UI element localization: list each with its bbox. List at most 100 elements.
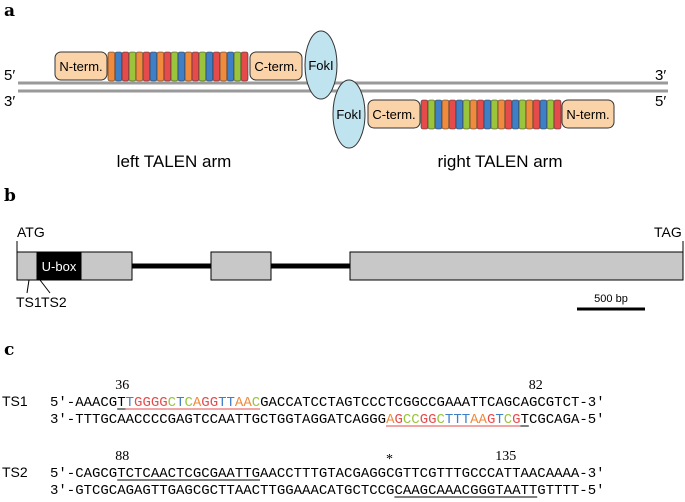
ts1-position-left: 36 — [115, 378, 129, 393]
ts1-top-base: G — [142, 395, 150, 411]
left-repeat-17 — [219, 51, 228, 82]
left-talen-arm: N-term. C-term. FokI — [54, 30, 338, 100]
scale-bar-label: 500 bp — [594, 293, 628, 305]
ts1-top-base: C — [184, 395, 192, 411]
ts1-bottom-base: A — [470, 412, 479, 428]
left-n-term-label: N-term. — [59, 59, 102, 74]
ts1-bottom-base: G — [487, 412, 495, 428]
ts1-top-base: G — [159, 395, 167, 411]
ts1-bottom-base: T — [445, 412, 453, 428]
ts1-bottom-base: C — [504, 412, 512, 428]
left-repeat-5 — [135, 51, 144, 82]
right-repeat-14 — [511, 99, 520, 130]
ts1-bottom-base: T — [495, 412, 503, 428]
ts1-top-base: G — [134, 395, 142, 411]
top-strand-5prime: 5′ — [4, 67, 15, 84]
left-c-term-label: C-term. — [254, 59, 297, 74]
panel-a-label: a — [4, 1, 15, 21]
left-arm-caption: left TALEN arm — [117, 152, 232, 171]
right-repeat-9 — [476, 99, 485, 130]
ts1-top-base: A — [193, 395, 202, 411]
ts1-top-segment-5: GACCATCCTAGTCCCTCGGCCGAAATTCAGCAGCGTCT — [260, 395, 579, 411]
ts2-site-label: TS2 — [41, 294, 67, 310]
ts1-top-base: A — [243, 395, 252, 411]
ts1-top-base: C — [168, 395, 176, 411]
ts1-top-base: G — [151, 395, 159, 411]
ts1-top-base: A — [235, 395, 244, 411]
left-repeat-20 — [240, 51, 249, 82]
right-repeat-2 — [427, 99, 436, 130]
right-foki-label: FokI — [336, 107, 361, 122]
ts1-bottom-base: G — [394, 412, 402, 428]
ts1-bottom-base: G — [428, 412, 436, 428]
left-repeat-2 — [114, 51, 123, 82]
ts1-top-strand: 5′-AAACGTTGGGGCTCAGGTTAACGACCATCCTAGTCCC… — [50, 395, 605, 411]
u-box-domain — [36, 251, 82, 281]
u-box-label: U-box — [42, 259, 77, 274]
ts2-top-suffix: AACCTTTGTACGAGGCGTTCGTTTGCCCATTAACAAAA-3… — [260, 466, 604, 482]
bottom-strand-3prime: 3′ — [4, 93, 15, 110]
left-repeat-7 — [149, 51, 158, 82]
ts1-bottom-base: A — [386, 412, 395, 428]
left-repeat-3 — [121, 51, 130, 82]
sequence-row-label-ts2: TS2 — [2, 464, 28, 480]
left-repeat-1 — [107, 51, 116, 82]
panel-b-label: b — [4, 186, 16, 206]
ts1-bottom-base: T — [453, 412, 461, 428]
right-repeat-18 — [539, 99, 548, 130]
right-repeat-20 — [553, 99, 562, 130]
left-foki-label: FokI — [308, 58, 333, 73]
ts1-bottom-prefix: 3′-TTTGCAACCCCGAGTCCAATTGCTGGTAGGATCAGGG — [50, 412, 386, 428]
ts1-bottom-base: G — [512, 412, 520, 428]
right-repeat-17 — [532, 99, 541, 130]
ts2-bottom-segment-1: CAAGCAAACGGGTAATT — [394, 483, 537, 499]
ts1-top-base: C — [252, 395, 260, 411]
right-repeat-4 — [441, 99, 450, 130]
ts1-top-suffix: -3′ — [579, 395, 604, 411]
right-repeat-3 — [434, 99, 443, 130]
ts1-bottom-base: T — [462, 412, 470, 428]
right-c-term-box — [367, 99, 421, 129]
ts1-site-label: TS1 — [16, 294, 42, 310]
right-repeat-11 — [490, 99, 499, 130]
ts1-bottom-base: C — [403, 412, 411, 428]
right-repeat-16 — [525, 99, 534, 130]
left-repeat-6 — [142, 51, 151, 82]
ts2-pointer — [39, 279, 51, 294]
exon-3 — [349, 251, 684, 281]
left-repeat-9 — [163, 51, 172, 82]
right-repeat-array — [420, 99, 562, 130]
left-repeat-18 — [226, 51, 235, 82]
gene-model: U-box — [16, 251, 684, 281]
right-repeat-7 — [462, 99, 471, 130]
left-repeat-15 — [205, 51, 214, 82]
left-repeat-16 — [212, 51, 221, 82]
ts1-bottom-base: A — [479, 412, 488, 428]
ts1-top-base: T — [126, 395, 134, 411]
ts2-bottom-suffix: GTTTT-5′ — [537, 483, 604, 499]
right-repeat-5 — [448, 99, 457, 130]
ts1-bottom-base: G — [420, 412, 428, 428]
right-repeat-6 — [455, 99, 464, 130]
right-arm-caption: right TALEN arm — [437, 152, 562, 171]
left-repeat-14 — [198, 51, 207, 82]
ts1-bottom-base: C — [411, 412, 419, 428]
ts1-top-base: T — [227, 395, 235, 411]
ts2-top-strand: 5′-CAGCGTCTCAACTCGCGAATTGAACCTTTGTACGAGG… — [50, 466, 605, 482]
ts2-position-right: 135 — [495, 449, 516, 464]
exon-2 — [210, 251, 272, 281]
left-repeat-12 — [184, 51, 193, 82]
right-repeat-13 — [504, 99, 513, 130]
left-repeat-19 — [233, 51, 242, 82]
ts1-top-base: T — [218, 395, 226, 411]
right-c-term-label: C-term. — [372, 107, 415, 122]
ts1-top-base: T — [176, 395, 184, 411]
right-n-term-label: N-term. — [566, 107, 609, 122]
left-repeat-11 — [177, 51, 186, 82]
right-talen-arm: FokI C-term. N-term. — [332, 79, 615, 149]
ts1-bottom-suffix: CGCAGA-5′ — [529, 412, 605, 428]
ts2-top-prefix: 5′-CAGCG — [50, 466, 117, 482]
left-c-term-box — [249, 51, 303, 81]
ts1-bottom-segment-2: T — [521, 412, 529, 428]
